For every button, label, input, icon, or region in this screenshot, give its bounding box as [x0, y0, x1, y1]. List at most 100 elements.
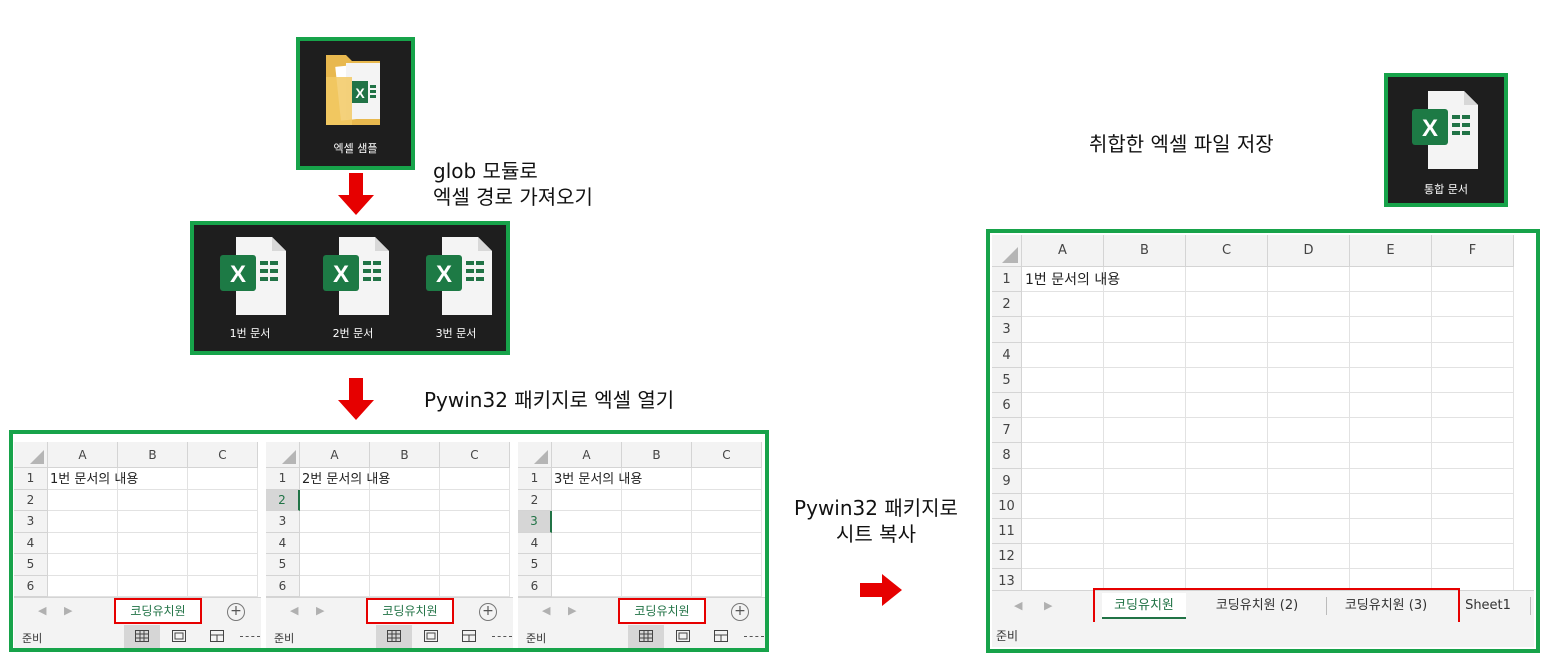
cell[interactable] [118, 489, 188, 511]
cell[interactable] [1268, 393, 1350, 419]
cell[interactable] [1432, 493, 1514, 519]
cell[interactable] [1432, 393, 1514, 419]
cell[interactable] [1186, 468, 1268, 494]
row-header[interactable]: 2 [266, 489, 300, 511]
row-header[interactable]: 2 [14, 489, 48, 511]
cell[interactable] [1432, 367, 1514, 393]
row-header[interactable]: 2 [992, 292, 1022, 318]
cell[interactable] [1104, 342, 1186, 368]
select-all-corner[interactable] [992, 235, 1022, 267]
cell[interactable] [1186, 342, 1268, 368]
cell[interactable] [1186, 317, 1268, 343]
cell[interactable] [1104, 292, 1186, 318]
sheet-tab[interactable]: 코딩유치원 [618, 598, 706, 624]
cell[interactable] [1432, 292, 1514, 318]
cell[interactable] [1432, 418, 1514, 444]
cell[interactable] [370, 511, 440, 533]
cell[interactable] [1104, 544, 1186, 570]
cell[interactable] [622, 511, 692, 533]
page-break-icon[interactable] [714, 630, 728, 645]
cell[interactable] [1022, 468, 1104, 494]
cell[interactable] [300, 511, 370, 533]
scroll-left-icon[interactable]: ◀ [1014, 599, 1023, 612]
cell[interactable] [1432, 519, 1514, 545]
row-header[interactable]: 6 [266, 575, 300, 597]
cell[interactable] [118, 511, 188, 533]
row-header[interactable]: 5 [992, 367, 1022, 393]
cell[interactable] [1350, 367, 1432, 393]
cell[interactable] [48, 532, 118, 554]
cell[interactable] [440, 468, 510, 490]
cell[interactable] [1186, 544, 1268, 570]
column-header[interactable]: C [692, 442, 762, 468]
column-header[interactable]: F [1432, 235, 1514, 267]
cell[interactable] [1268, 317, 1350, 343]
row-header[interactable]: 9 [992, 468, 1022, 494]
cell[interactable] [1350, 317, 1432, 343]
scroll-right-icon[interactable]: ▶ [316, 604, 325, 617]
cell[interactable] [1022, 342, 1104, 368]
cell[interactable] [440, 511, 510, 533]
cell[interactable] [118, 532, 188, 554]
cell[interactable] [188, 468, 258, 490]
page-layout-icon[interactable] [676, 630, 690, 645]
sheet-tab[interactable]: 코딩유치원 [366, 598, 454, 624]
cell[interactable] [1432, 317, 1514, 343]
row-header[interactable]: 4 [992, 342, 1022, 368]
row-header[interactable]: 6 [14, 575, 48, 597]
sheet-tab[interactable]: 코딩유치원 (2) [1215, 598, 1299, 613]
scroll-left-icon[interactable]: ◀ [290, 604, 299, 617]
cell[interactable] [370, 489, 440, 511]
row-header[interactable]: 4 [14, 532, 48, 554]
add-sheet-icon[interactable]: + [227, 603, 245, 621]
column-header[interactable]: E [1350, 235, 1432, 267]
cell[interactable] [1350, 519, 1432, 545]
column-header[interactable]: A [552, 442, 622, 468]
scroll-left-icon[interactable]: ◀ [38, 604, 47, 617]
cell[interactable] [440, 575, 510, 597]
row-header[interactable]: 3 [992, 317, 1022, 343]
row-header[interactable]: 11 [992, 519, 1022, 545]
row-header[interactable]: 10 [992, 493, 1022, 519]
column-header[interactable]: C [440, 442, 510, 468]
row-header[interactable]: 12 [992, 544, 1022, 570]
cell[interactable] [1432, 342, 1514, 368]
cell[interactable] [1022, 443, 1104, 469]
cell[interactable] [1022, 519, 1104, 545]
cell[interactable] [48, 554, 118, 576]
cell[interactable] [1022, 292, 1104, 318]
cell[interactable] [1350, 342, 1432, 368]
sheet-tab[interactable]: Sheet1 [1465, 598, 1511, 613]
cell[interactable] [1022, 418, 1104, 444]
cell[interactable] [622, 554, 692, 576]
normal-view-icon[interactable] [124, 625, 160, 648]
cell[interactable] [1186, 367, 1268, 393]
cell[interactable] [300, 575, 370, 597]
row-header[interactable]: 1 [518, 468, 552, 490]
row-header[interactable]: 1 [992, 267, 1022, 293]
cell[interactable] [1268, 418, 1350, 444]
cell[interactable] [1104, 493, 1186, 519]
cell[interactable] [1186, 418, 1268, 444]
cell[interactable] [1186, 493, 1268, 519]
cell[interactable] [1268, 443, 1350, 469]
cell[interactable] [440, 532, 510, 554]
cell[interactable] [1186, 393, 1268, 419]
page-break-icon[interactable] [462, 630, 476, 645]
cell[interactable] [552, 554, 622, 576]
cell[interactable] [48, 489, 118, 511]
cell[interactable] [1104, 519, 1186, 545]
cell[interactable] [622, 489, 692, 511]
cell[interactable] [1432, 443, 1514, 469]
column-header[interactable]: D [1268, 235, 1350, 267]
normal-view-icon[interactable] [628, 625, 664, 648]
cell[interactable] [1268, 367, 1350, 393]
row-header[interactable]: 4 [518, 532, 552, 554]
cell[interactable] [118, 575, 188, 597]
row-header[interactable]: 1 [266, 468, 300, 490]
cell[interactable] [300, 554, 370, 576]
column-header[interactable]: C [188, 442, 258, 468]
cell[interactable] [48, 511, 118, 533]
cell[interactable] [1104, 317, 1186, 343]
cell[interactable] [692, 489, 762, 511]
